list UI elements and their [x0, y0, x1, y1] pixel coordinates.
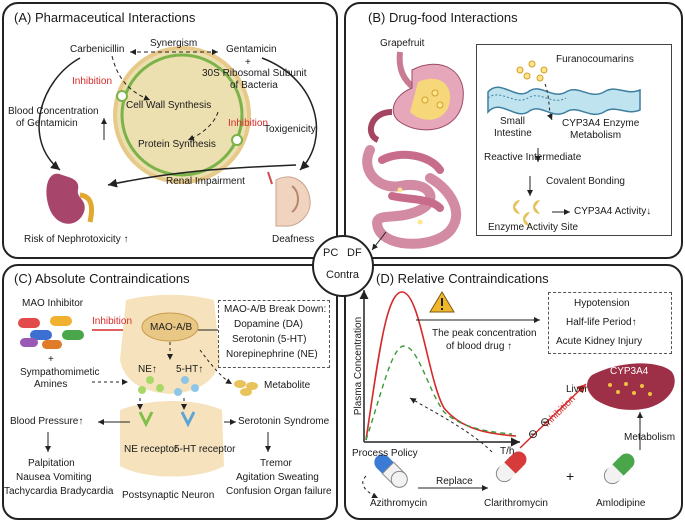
panel-b-title: (B) Drug-food Interactions	[368, 10, 518, 25]
ne-up-label: NE↑	[138, 364, 157, 375]
df-label: DF	[347, 247, 362, 259]
pills-icon	[18, 316, 84, 349]
minus-sign: ⊖	[540, 415, 551, 429]
small-intestine-label-1: Small	[500, 116, 526, 127]
panel-c-title: (C) Absolute Contraindications	[14, 271, 190, 286]
enzyme-site-icon	[513, 200, 540, 226]
breakdown-box	[218, 300, 330, 368]
pc-label: PC	[323, 247, 339, 259]
mechanism-box	[476, 44, 672, 236]
liver-label: Liver	[566, 384, 588, 395]
plus-d-label: +	[566, 468, 575, 484]
grapefruit-label: Grapefruit	[380, 38, 425, 49]
panel-d-title: (D) Relative Contraindications	[376, 271, 549, 286]
blood-pressure-label: Blood Pressure↑	[10, 416, 84, 427]
risk-label: Risk of Nephrotoxicity ↑	[24, 234, 129, 245]
pk-chart	[359, 290, 520, 447]
warning-icon	[429, 291, 455, 313]
breakdown-item: Dopamine (DA)	[234, 319, 303, 330]
synergism-label: Synergism	[150, 38, 198, 49]
symptom-right: Tremor	[260, 458, 292, 469]
symptom-left: Nausea Vomiting	[16, 472, 92, 483]
symptom-right: Confusion Organ failure	[226, 486, 332, 497]
blood-conc-label-1: Blood Concentration	[8, 106, 99, 117]
ribosome-label-2: of Bacteria	[230, 80, 278, 91]
center-hub: PC DF Contra	[312, 235, 374, 297]
symptom-left: Tachycardia Bradycardia	[4, 486, 114, 497]
ribosome-arrow	[187, 111, 219, 141]
ht-receptor-label: 5-HT receptor	[174, 444, 236, 455]
sympathomimetic-label-2: Amines	[34, 379, 68, 390]
contra-label: Contra	[326, 269, 360, 281]
deafness-label: Deafness	[272, 234, 315, 245]
ne-receptor-label: NE receptor	[124, 444, 178, 455]
amlodipine-capsule-icon	[603, 453, 635, 485]
inhibition-c-label: Inhibition	[92, 316, 133, 327]
azithromycin-capsule-icon	[374, 454, 408, 488]
y-axis-label: Plasma Concentration	[353, 316, 364, 416]
mao-ab-label: MAO-A/B	[150, 322, 193, 333]
cyp-metabolism-label-2: Metabolism	[570, 130, 622, 141]
x-axis-label: T/h	[500, 446, 515, 457]
reactive-intermediate-label: Reactive Intermediate	[484, 152, 582, 163]
effect-item: Half-life Period↑	[566, 317, 637, 328]
ht-up-label: 5-HT↑	[176, 364, 204, 375]
covalent-bonding-label: Covalent Bonding	[546, 176, 625, 187]
toxigenicity-label: Toxigenicity	[264, 124, 316, 135]
furanocoumarins-label: Furanocoumarins	[556, 54, 634, 65]
inhibition-right-label: Inhibition	[228, 118, 269, 129]
cyp-metabolism-label-1: CYP3A4 Enzyme	[562, 118, 640, 129]
cyp3a4-label: CYP3A4	[610, 366, 649, 377]
sympathomimetic-label-1: Sympathomimetic	[20, 367, 100, 378]
small-intestine-label-2: Intestine	[494, 128, 532, 139]
peak-label-2: of blood drug ↑	[446, 341, 513, 352]
effect-item: Acute Kidney Injury	[556, 336, 643, 347]
gentamicin-label: Gentamicin	[226, 44, 277, 55]
breakdown-title: MAO-A/B Break Down:	[224, 304, 327, 315]
cyp-activity-label: CYP3A4 Activity↓	[574, 206, 652, 217]
inhibition-left-label: Inhibition	[72, 76, 113, 87]
plus-label: +	[245, 57, 251, 68]
breakdown-item: Serotonin (5-HT)	[232, 334, 307, 345]
renal-impairment-label: Renal Impairment	[166, 176, 245, 187]
kidney-icon	[46, 173, 95, 224]
breakdown-item: Norepinephrine (NE)	[226, 349, 318, 360]
enzyme-site-label: Enzyme Activity Site	[488, 222, 579, 233]
minus-sign: ⊖	[528, 427, 539, 441]
peak-label-1: The peak concentration	[432, 328, 537, 339]
clarithromycin-capsule-icon	[495, 451, 527, 483]
postsynaptic-label: Postsynaptic Neuron	[122, 490, 215, 501]
intestine-cells-icon	[487, 60, 641, 115]
mao-inhibitor-label: MAO Inhibitor	[22, 298, 84, 309]
carbenicillin-arrow	[111, 55, 151, 101]
metabolite-icon	[234, 380, 258, 396]
clarithromycin-label: Clarithromycin	[484, 498, 548, 509]
bacterium-cell	[113, 46, 251, 184]
plus-c-label: +	[48, 354, 54, 365]
protein-synthesis-label: Protein Synthesis	[138, 139, 216, 150]
liver-icon	[587, 363, 675, 410]
digestive-system-icon	[362, 51, 464, 249]
ear-icon	[267, 171, 311, 227]
panel-a-title: (A) Pharmaceutical Interactions	[14, 10, 196, 25]
process-policy-label: Process Policy	[352, 448, 418, 459]
azithromycin-label: Azithromycin	[370, 498, 428, 509]
effects-box	[548, 292, 672, 354]
cell-wall-label: Cell Wall Synthesis	[126, 100, 212, 111]
carbenicillin-label: Carbenicillin	[70, 44, 125, 55]
blood-conc-label-2: of Gentamicin	[16, 118, 78, 129]
replace-label: Replace	[436, 476, 473, 487]
ribosome-label-1: 30S Ribosomal Subunit	[202, 68, 307, 79]
symptom-right: Agitation Sweating	[236, 472, 319, 483]
effect-item: Hypotension	[574, 298, 630, 309]
symptom-left: Palpitation	[28, 458, 75, 469]
metabolite-label: Metabolite	[264, 380, 311, 391]
serotonin-syndrome-label: Serotonin Syndrome	[238, 416, 330, 427]
metabolism-label: Metabolism	[624, 432, 676, 443]
amlodipine-label: Amlodipine	[596, 498, 646, 509]
